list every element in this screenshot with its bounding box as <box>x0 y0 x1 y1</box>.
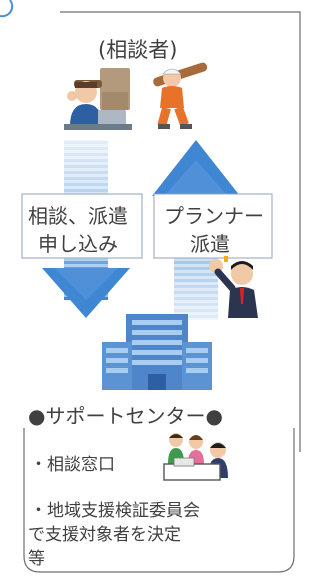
down-label-line1: 相談、派遣 <box>28 204 128 228</box>
header-title: (相談者) <box>98 38 178 62</box>
frame-bottom <box>23 428 295 573</box>
up-label-box <box>153 193 273 259</box>
down-label-box <box>21 193 143 259</box>
worker-carrying-log-icon <box>153 62 208 129</box>
center-title: ●サポートセンター● <box>28 404 223 428</box>
center-item1: ・相談窓口 <box>30 455 115 475</box>
office-building-icon <box>102 314 212 390</box>
center-item2-line2: で支援対象者を決定 <box>28 525 181 545</box>
center-item2-line3: 等 <box>28 549 45 569</box>
planner-fist-pump-icon <box>209 256 258 318</box>
frame-outline <box>60 11 301 452</box>
corner-marker <box>0 0 14 18</box>
down-label-line2: 申し込み <box>38 232 118 256</box>
up-label-line1: プランナー <box>164 204 264 228</box>
up-label-line2: 派遣 <box>190 232 230 256</box>
consultation-counter-icon <box>163 433 228 481</box>
person-at-laptop-icon <box>64 68 132 130</box>
center-item2-line1: ・地域支援検証委員会 <box>30 501 200 521</box>
